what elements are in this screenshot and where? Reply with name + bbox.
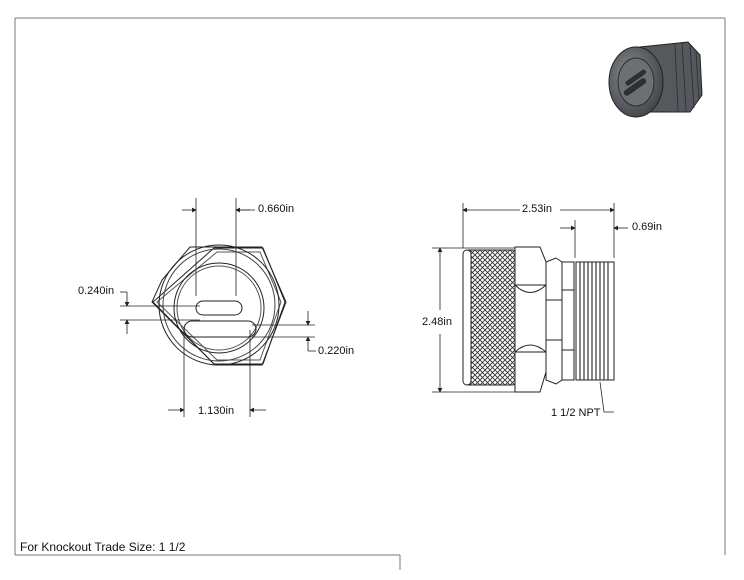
dim-slot-gap-label: 0.220in [318, 345, 355, 357]
sheet-frame [14, 17, 726, 570]
front-view-dimensions [120, 198, 316, 417]
thread-spec-label: 1 1/2 NPT [551, 407, 601, 419]
front-view [151, 244, 287, 366]
dim-slot-height-label: 0.240in [78, 285, 115, 297]
dim-thread-length-label: 0.69in [632, 221, 662, 233]
side-view-dimensions [432, 203, 628, 413]
isometric-preview [608, 41, 703, 118]
dim-slot-width-label: 1.130in [198, 405, 235, 417]
knockout-size-note: For Knockout Trade Size: 1 1/2 [20, 540, 186, 554]
dim-slot-spacing-label: 0.660in [258, 203, 295, 215]
dim-overall-height-label: 2.48in [422, 316, 452, 328]
side-view [462, 246, 615, 393]
dim-overall-length-label: 2.53in [522, 203, 552, 215]
